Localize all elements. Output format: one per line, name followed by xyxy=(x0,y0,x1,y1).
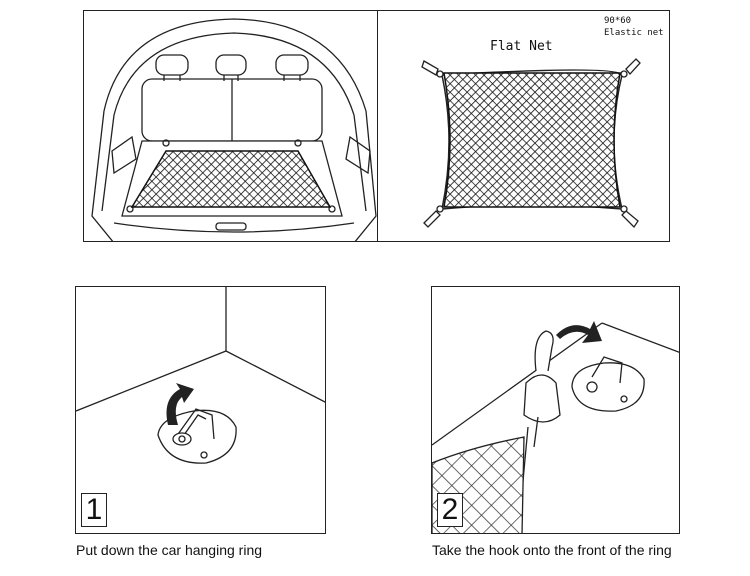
size-label: 90*60 xyxy=(604,16,632,26)
net-type-label: Elastic net xyxy=(604,28,664,38)
step-2-caption: Take the hook onto the front of the ring xyxy=(432,542,672,558)
net-mesh xyxy=(443,72,621,208)
step-1-caption: Put down the car hanging ring xyxy=(76,542,263,558)
flat-net-panel: 90*60 Elastic net Flat Net xyxy=(377,10,670,242)
step-1-number: 1 xyxy=(81,493,107,527)
flat-net-drawing xyxy=(421,58,641,229)
step-2-panel: 2 xyxy=(431,286,680,534)
rotate-arrow-icon xyxy=(166,383,194,425)
direction-arrow-icon xyxy=(556,321,602,343)
step-2-drawing xyxy=(432,321,679,533)
trunk-illustration-panel xyxy=(83,10,378,242)
flat-net-title: Flat Net xyxy=(490,39,553,54)
step-1-drawing xyxy=(76,287,325,464)
car-trunk-drawing xyxy=(91,18,377,241)
trunk-net xyxy=(130,150,332,208)
step-2-number: 2 xyxy=(437,493,463,527)
step-1-panel: 1 xyxy=(75,286,326,534)
